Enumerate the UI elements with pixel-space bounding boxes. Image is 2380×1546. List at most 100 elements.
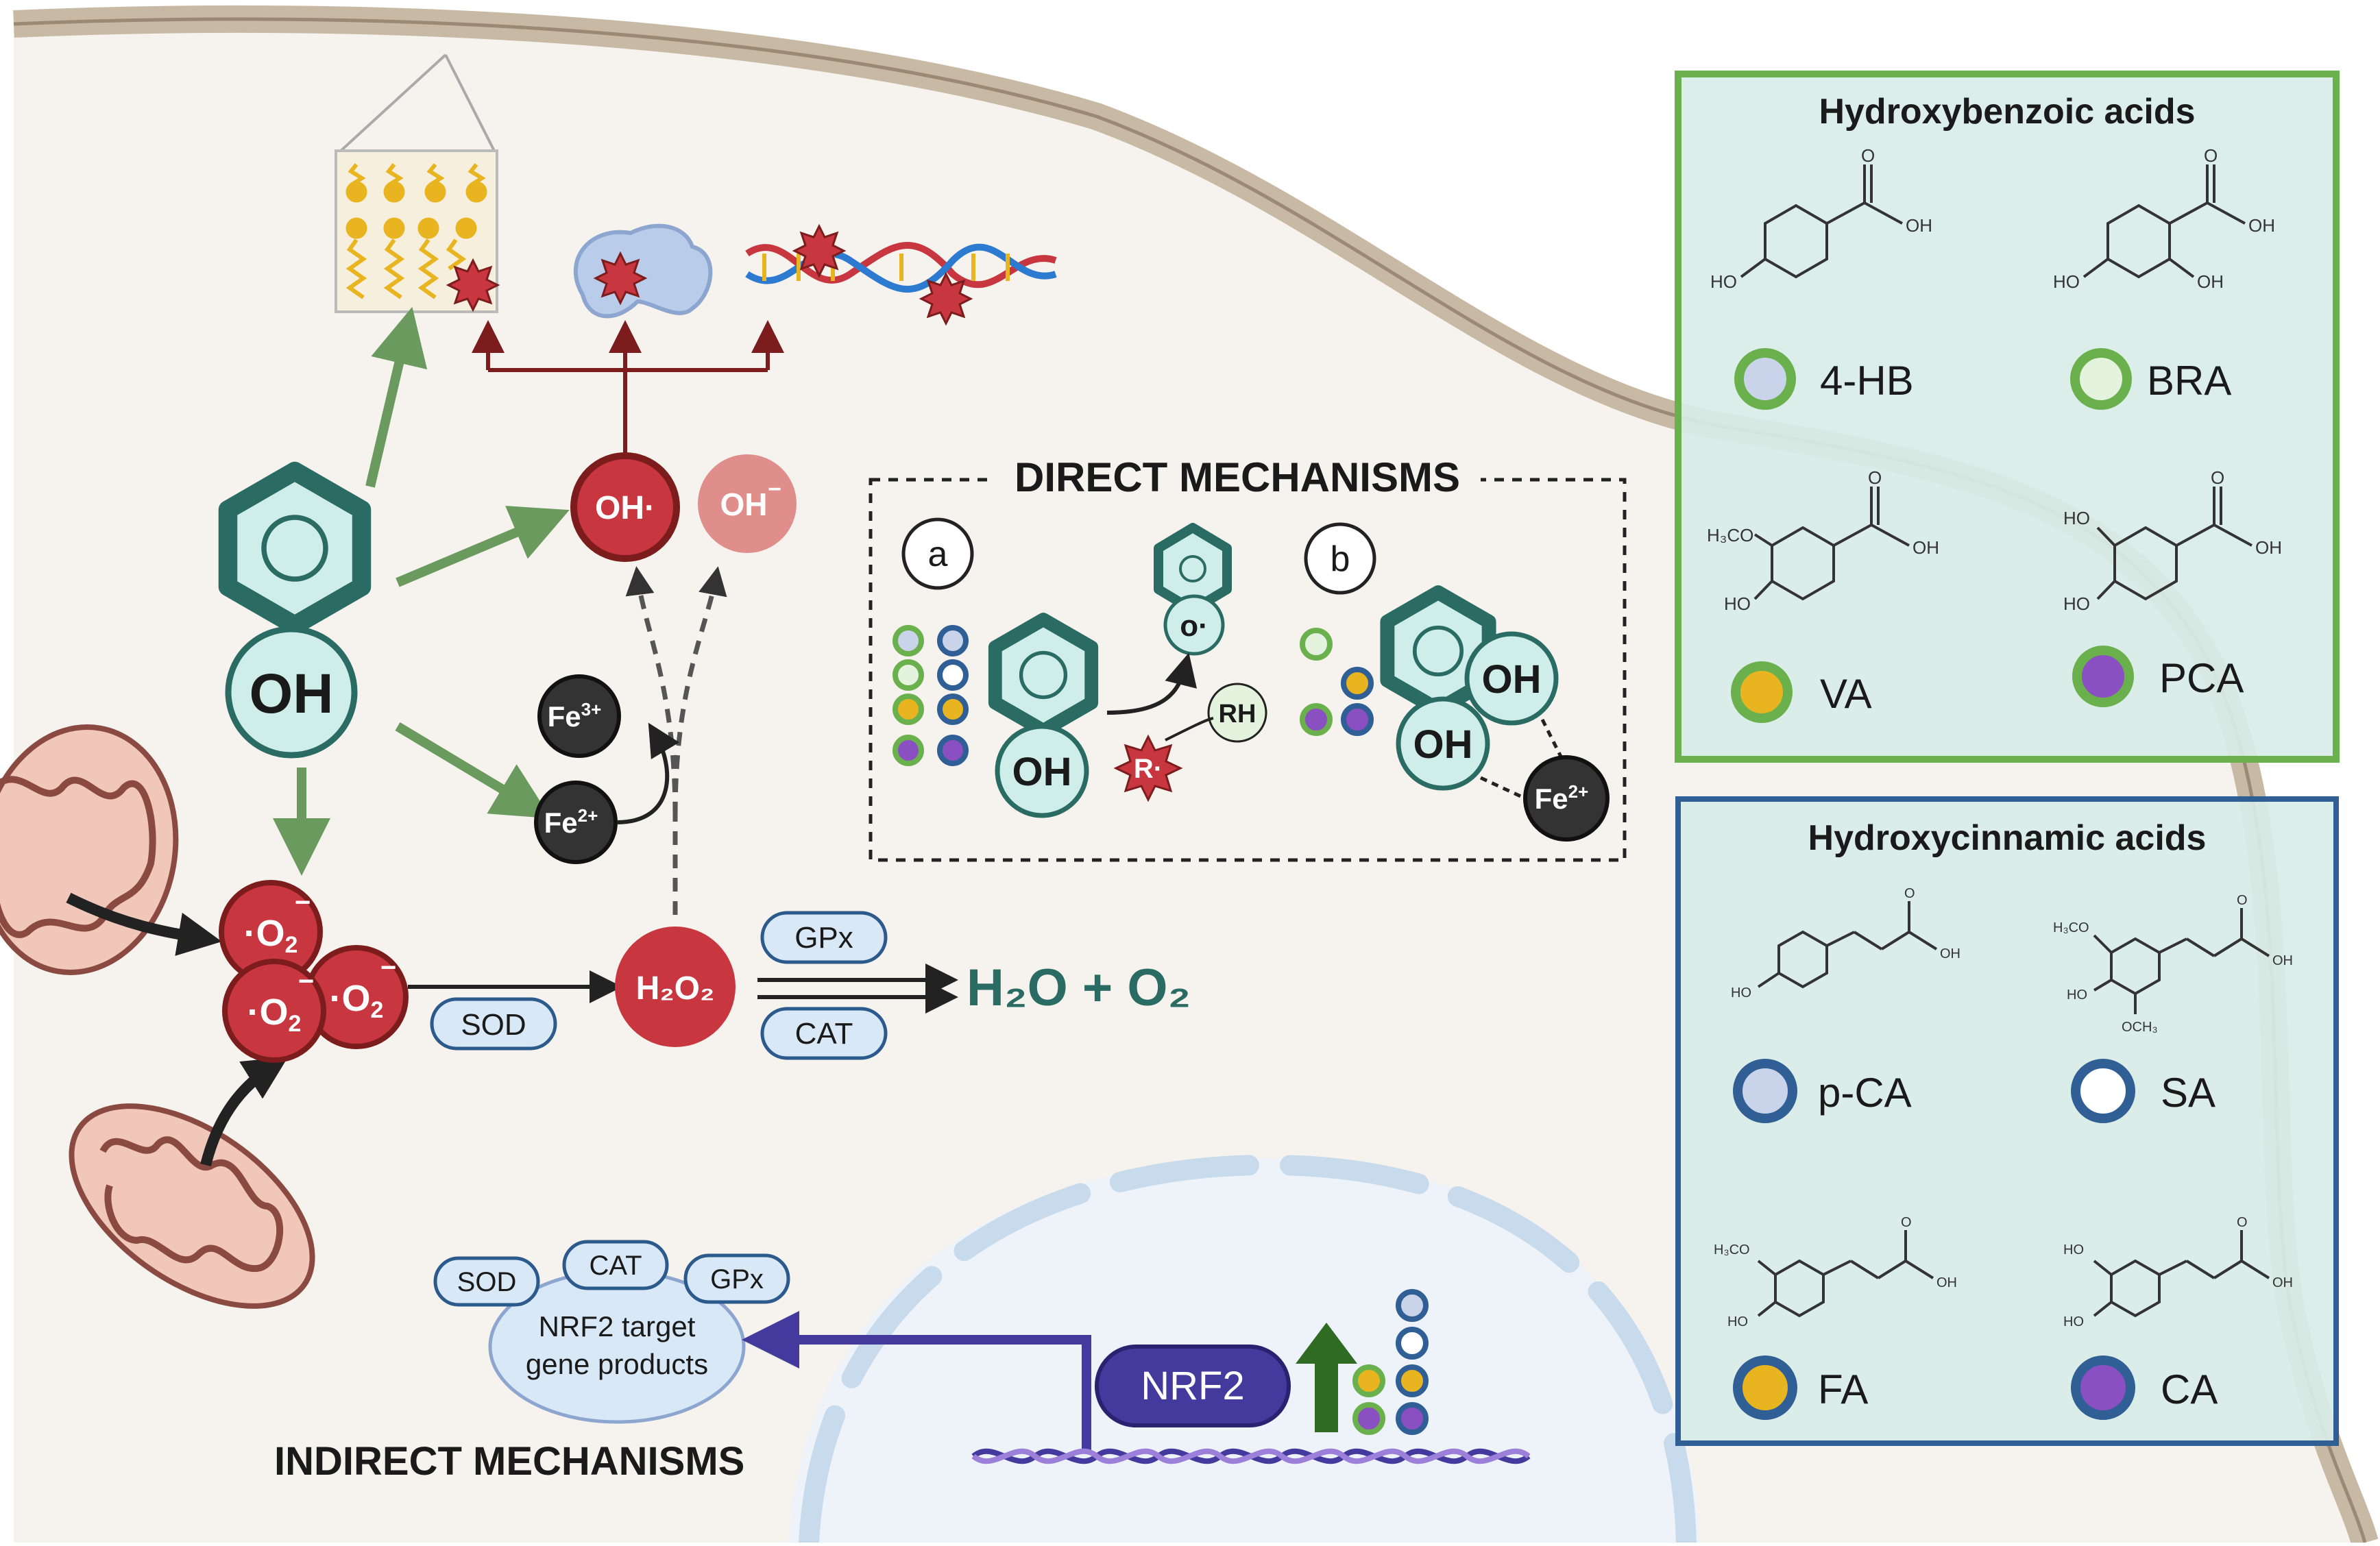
superoxide-3-charge: − — [298, 966, 314, 996]
direct-mechanisms-box: DIRECT MECHANISMS a b OH o· RH R· — [869, 454, 1627, 862]
nrf2-expression-arrow — [742, 1311, 1091, 1453]
hydroxybenzoic-legend: 4-HB BRA VA PCA — [1731, 348, 2244, 723]
structure-bra — [2082, 164, 2246, 279]
nrf2-sod-label: SOD — [457, 1267, 517, 1297]
fe2-ion: Fe2+ — [534, 781, 618, 864]
mitochondrion-lower — [69, 1103, 315, 1309]
compound-fa: FA — [1733, 1355, 1868, 1420]
compound-4hb: 4-HB — [1734, 348, 1914, 410]
sod-enzyme: SOD — [430, 997, 557, 1051]
detox-arrows — [757, 964, 958, 1014]
atom-sa-ho: HO — [2067, 987, 2087, 1003]
compound-dots-b — [1300, 628, 1374, 736]
fe-redox-arrow — [616, 722, 680, 824]
h2o2-label: H₂O₂ — [636, 970, 715, 1007]
phenol-arrows — [273, 306, 570, 876]
mechanism-a-label: a — [928, 535, 948, 574]
structure-ca — [2093, 1230, 2270, 1318]
superoxide-1-charge: − — [295, 887, 311, 918]
atom-pca2-oh: OH — [1940, 946, 1960, 961]
rh-label: RH — [1219, 700, 1256, 728]
hydroxide-label: OH — [720, 487, 768, 522]
atom-pca-o: O — [2211, 467, 2224, 488]
compound-pca-cinnamic: p-CA — [1733, 1059, 1912, 1123]
fenton-dashed-arrows — [625, 566, 727, 915]
compound-pca-label: PCA — [2159, 655, 2244, 701]
atom-va-o: O — [1868, 467, 1882, 488]
compound-dots-nrf2 — [1352, 1289, 1429, 1435]
hydroxide-charge: − — [768, 476, 781, 502]
structure-va — [1753, 487, 1910, 601]
compound-pca-cinnamic-label: p-CA — [1818, 1070, 1912, 1116]
phenol-molecule: OH — [228, 471, 362, 759]
hydroxide-ion: OH − — [698, 454, 797, 553]
atom-pca-ho2: HO — [2063, 593, 2090, 614]
atom-sa-oh: OH — [2272, 953, 2293, 968]
gpx-label: GPx — [794, 921, 853, 955]
atom-va-oh: OH — [1912, 537, 1939, 558]
mitochondrion-upper — [0, 724, 179, 975]
atom-ca-ho2: HO — [2063, 1314, 2084, 1329]
atom-fa-ho: HO — [1727, 1314, 1748, 1329]
atom-4hb-oh: OH — [1906, 215, 1932, 236]
compound-ca-label: CA — [2161, 1366, 2218, 1412]
superoxide-cluster: ·O2 − ·O2 − ·O2 − — [219, 880, 409, 1063]
atom-va-h3co: H₃CO — [1707, 525, 1753, 545]
fe2-label: Fe2+ — [544, 805, 598, 839]
structure-pca-cinnamic — [1757, 901, 1938, 989]
damage-arrows — [472, 320, 784, 456]
damaged-protein — [573, 223, 713, 319]
atom-sa-och3: OCH₃ — [2122, 1020, 2158, 1035]
structure-atom-labels: O OH HO O OH HO OH O OH H₃CO HO O OH HO … — [1707, 145, 2293, 1329]
catechol-oh2-label: OH — [1413, 722, 1473, 767]
atom-fa-oh: OH — [1936, 1275, 1957, 1290]
hydrogen-peroxide: H₂O₂ — [615, 927, 736, 1047]
hydroxycinnamic-panel: Hydroxycinnamic acids — [1675, 796, 2339, 1446]
nrf2-target-products: NRF2 target gene products SOD CAT GPx — [433, 1240, 790, 1424]
zoom-line-right — [444, 54, 496, 153]
atom-va-ho: HO — [1724, 593, 1751, 614]
nrf2-target-line2: gene products — [526, 1348, 708, 1380]
atom-bra-oh2: OH — [2197, 271, 2224, 292]
compound-fa-label: FA — [1818, 1366, 1868, 1412]
hydroxyl-radical-label: OH· — [595, 490, 655, 526]
atom-fa-o: O — [1901, 1215, 1912, 1230]
atom-4hb-o: O — [1861, 145, 1875, 166]
compound-pca: PCA — [2072, 646, 2244, 707]
compound-bra-label: BRA — [2147, 358, 2231, 404]
structure-4hb — [1740, 164, 1903, 279]
compound-ca: CA — [2071, 1355, 2218, 1420]
mechanism-b-label: b — [1331, 539, 1350, 579]
water-oxygen-label: H₂O + O₂ — [967, 959, 1191, 1017]
atom-bra-o: O — [2204, 145, 2218, 166]
damaged-dna — [745, 223, 1057, 326]
indirect-mechanisms-title: INDIRECT MECHANISMS — [274, 1439, 744, 1484]
nrf2-cat-label: CAT — [589, 1251, 642, 1281]
atom-bra-ho: HO — [2053, 271, 2080, 292]
phenol-oh-label: OH — [250, 663, 334, 725]
compound-va: VA — [1731, 661, 1872, 723]
atom-4hb-ho: HO — [1710, 271, 1737, 292]
atom-pca-ho1: HO — [2063, 508, 2090, 528]
atom-ca-oh: OH — [2272, 1275, 2293, 1290]
hydroxycinnamic-title: Hydroxycinnamic acids — [1808, 818, 2207, 858]
hydroxycinnamic-legend: p-CA SA FA CA — [1733, 1059, 2218, 1420]
atom-sa-o: O — [2237, 893, 2248, 908]
atom-sa-h3co: H₃CO — [2053, 920, 2089, 935]
phenoxyl-radical-label: o· — [1180, 609, 1209, 643]
sod-label: SOD — [461, 1008, 526, 1042]
lipid-bilayer — [335, 149, 500, 313]
compound-va-label: VA — [1820, 671, 1872, 717]
structure-sa — [2093, 908, 2270, 1014]
cat-enzyme: CAT — [760, 1007, 888, 1060]
fe3-label: Fe3+ — [548, 699, 602, 733]
upregulation-arrow — [1296, 1323, 1357, 1432]
direct-mechanisms-title: DIRECT MECHANISMS — [1015, 454, 1460, 500]
r-radical-label: R· — [1134, 754, 1163, 784]
hydroxybenzoic-title: Hydroxybenzoic acids — [1819, 92, 2195, 132]
nrf2-factor: NRF2 — [1095, 1345, 1291, 1427]
compound-sa: SA — [2071, 1059, 2215, 1123]
cat-label: CAT — [795, 1017, 853, 1051]
